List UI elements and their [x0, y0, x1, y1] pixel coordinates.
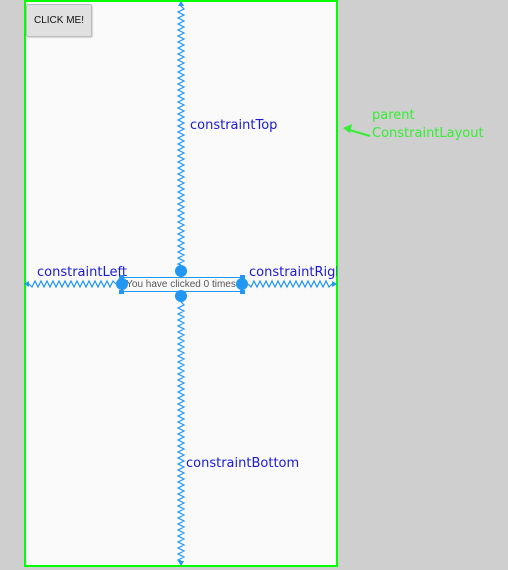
- textview-widget[interactable]: You have clicked 0 times: [122, 277, 242, 292]
- annotation-constraint-layout: ConstraintLayout: [372, 126, 484, 141]
- constraint-right-spring[interactable]: [247, 279, 333, 289]
- left-arrow-head: [24, 281, 29, 287]
- constraint-right-label-clip: constraintRight: [248, 265, 337, 283]
- constraint-right-label: constraintRight: [249, 265, 337, 280]
- top-arrow-head: [178, 1, 184, 6]
- annotation-parent: parent: [372, 108, 415, 123]
- click-me-button[interactable]: CLICK ME!: [26, 4, 92, 37]
- right-arrow-head: [332, 281, 337, 287]
- constraint-left-label: constraintLeft: [37, 265, 127, 280]
- textview-text: You have clicked 0 times: [126, 279, 236, 290]
- constraint-bottom-label: constraintBottom: [186, 456, 300, 471]
- constraint-top-spring[interactable]: [176, 5, 186, 266]
- constraint-left-spring[interactable]: [28, 279, 117, 289]
- annotation-arrow-head: [343, 124, 352, 133]
- constraint-bottom-spring[interactable]: [176, 301, 186, 562]
- bottom-arrow-head: [178, 561, 184, 566]
- constraint-top-label: constraintTop: [190, 118, 278, 133]
